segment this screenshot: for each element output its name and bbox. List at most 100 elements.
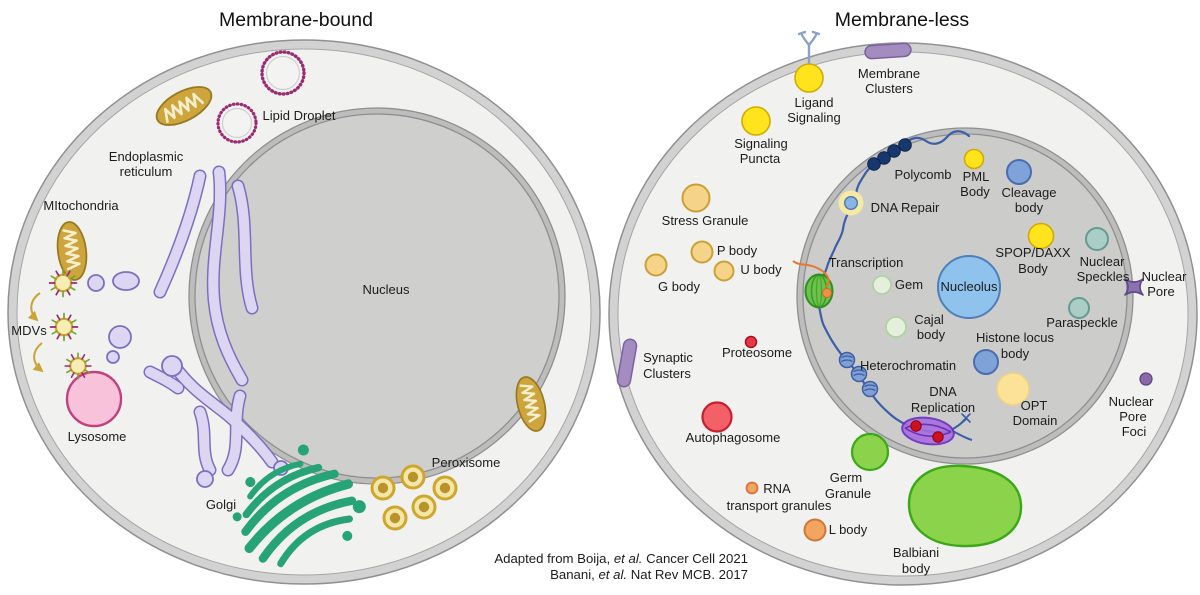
ligand-signaling-shape <box>794 63 824 93</box>
lipid-droplet-shape-1 <box>260 50 306 96</box>
balbiani-body-shape <box>907 464 1023 548</box>
ligand-signaling-label-1: Ligand <box>794 95 834 110</box>
proteosome-shape <box>744 335 758 349</box>
nucleolus-label: Nucleolus <box>940 279 998 294</box>
stress-granule-shape <box>681 183 711 213</box>
opt-domain-shape <box>996 372 1030 406</box>
signaling-puncta-label-1: Signaling <box>734 136 788 151</box>
dna-replication-label-2: Replication <box>910 400 976 415</box>
mdv-arrows <box>27 292 44 373</box>
g-body-shape <box>644 253 668 277</box>
pml-body-label-2: Body <box>960 184 990 199</box>
balbiani-body-label-2: body <box>901 561 931 576</box>
dna-repair-label: DNA Repair <box>870 200 940 215</box>
l-body-shape <box>803 518 827 542</box>
lipid-droplet-label: Lipid Droplet <box>262 108 336 123</box>
lipid-droplet-shape-2 <box>216 102 258 144</box>
citation-line-1: Adapted from Boija, et al. Cancer Cell 2… <box>494 551 748 566</box>
gem-shape <box>872 275 892 295</box>
citation: Adapted from Boija, et al. Cancer Cell 2… <box>408 551 748 582</box>
ligand-signaling-label-2: Signaling <box>787 110 841 125</box>
left-nucleus <box>188 107 566 485</box>
nuclear-pore-foci-label-1: Nuclear <box>1108 394 1154 409</box>
synaptic-clusters-label-2: Clusters <box>643 366 691 381</box>
opt-domain-label-1: OPT <box>1020 398 1048 413</box>
pml-body-shape <box>963 148 985 170</box>
nucleolus-shape <box>937 255 1001 319</box>
transcription-site <box>792 260 834 309</box>
nuclear-pore-foci-label-2: Pore <box>1119 409 1147 424</box>
signaling-puncta-shape <box>741 106 771 136</box>
er-label-line1: Endoplasmic <box>108 149 184 164</box>
nuclear-pore-icon <box>1124 278 1144 296</box>
heterochromatin-label: Heterochromatin <box>859 358 957 373</box>
mitochondria-label: MItochondria <box>43 198 119 213</box>
receptor-icon <box>797 30 821 66</box>
p-body-label: P body <box>716 243 758 258</box>
l-body-label: L body <box>828 522 868 537</box>
nuclear-pore-label-2: Pore <box>1147 284 1175 299</box>
proteosome-label: Proteosome <box>721 345 793 360</box>
left-panel-title: Membrane-bound <box>219 9 373 31</box>
nuclear-speckles-label-2: Speckles <box>1076 269 1130 284</box>
autophagosome-shape <box>701 401 733 433</box>
rna-polymerase-dot <box>822 288 832 298</box>
rna-transport-granules-label-1: RNA <box>763 481 791 496</box>
polycomb-label: Polycomb <box>894 167 952 182</box>
er-label-line2: reticulum <box>119 164 173 179</box>
nuclear-speckles-shape <box>1085 227 1109 251</box>
nuclear-pore-foci-shape <box>1139 372 1153 386</box>
dna-replication-label-1: DNA <box>929 384 957 399</box>
endoplasmic-reticulum-shape <box>87 165 289 488</box>
dna-repair-focus <box>838 190 864 216</box>
mdvs-label: MDVs <box>11 323 47 338</box>
nascent-rna <box>792 260 830 288</box>
germ-granule-shape <box>850 432 890 472</box>
membrane-clusters-label-1: Membrane <box>857 66 921 81</box>
spop-daxx-label-1: SPOP/DAXX <box>995 245 1071 260</box>
u-body-label: U body <box>740 262 782 277</box>
lysosome-shape <box>65 370 123 428</box>
cajal-body-label-2: body <box>916 327 946 342</box>
cleavage-body-label-1: Cleavage <box>1001 185 1057 200</box>
germ-granule-label-2: Granule <box>824 486 872 501</box>
lysosome-label: Lysosome <box>67 429 127 444</box>
membrane-clusters-shape <box>864 42 912 60</box>
cleavage-body-shape <box>1006 159 1032 185</box>
polycomb-beads <box>867 138 912 171</box>
transcription-label: Transcription <box>828 255 904 270</box>
nuclear-speckles-label-1: Nuclear <box>1079 254 1125 269</box>
pml-body-label-1: PML <box>962 169 990 184</box>
spop-daxx-label-2: Body <box>1018 261 1048 276</box>
histone-locus-body-label-2: body <box>1000 346 1030 361</box>
histone-locus-body-shape <box>973 349 999 375</box>
paraspeckle-shape <box>1068 297 1090 319</box>
nucleus-label: Nucleus <box>362 282 410 297</box>
u-body-shape <box>713 260 735 282</box>
p-body-shape <box>690 240 714 264</box>
g-body-label: G body <box>658 279 700 294</box>
gem-label: Gem <box>894 277 924 292</box>
stress-granule-label: Stress Granule <box>661 213 749 228</box>
cajal-body-shape <box>885 316 907 338</box>
rna-transport-granule-shape <box>745 481 759 495</box>
nuclear-pore-foci-label-3: Foci <box>1121 424 1147 439</box>
right-cell <box>608 30 1198 586</box>
cajal-body-label-1: Cajal <box>914 312 944 327</box>
dna-fork-x-mark <box>961 413 971 423</box>
germ-granule-label-1: Germ <box>829 470 863 485</box>
nuclear-pore-label-1: Nuclear <box>1141 269 1187 284</box>
golgi-label: Golgi <box>205 497 237 512</box>
signaling-puncta-label-2: Puncta <box>739 151 781 166</box>
spop-daxx-body-shape <box>1027 222 1055 250</box>
rna-transport-granules-label-2: transport granules <box>726 498 832 513</box>
peroxisome-label: Peroxisome <box>431 455 501 470</box>
left-cell <box>7 39 601 585</box>
cleavage-body-label-2: body <box>1014 200 1044 215</box>
paraspeckle-label: Paraspeckle <box>1046 315 1118 330</box>
histone-locus-body-label-1: Histone locus <box>975 330 1055 345</box>
opt-domain-label-2: Domain <box>1012 413 1058 428</box>
balbiani-body-label-1: Balbiani <box>892 545 940 560</box>
